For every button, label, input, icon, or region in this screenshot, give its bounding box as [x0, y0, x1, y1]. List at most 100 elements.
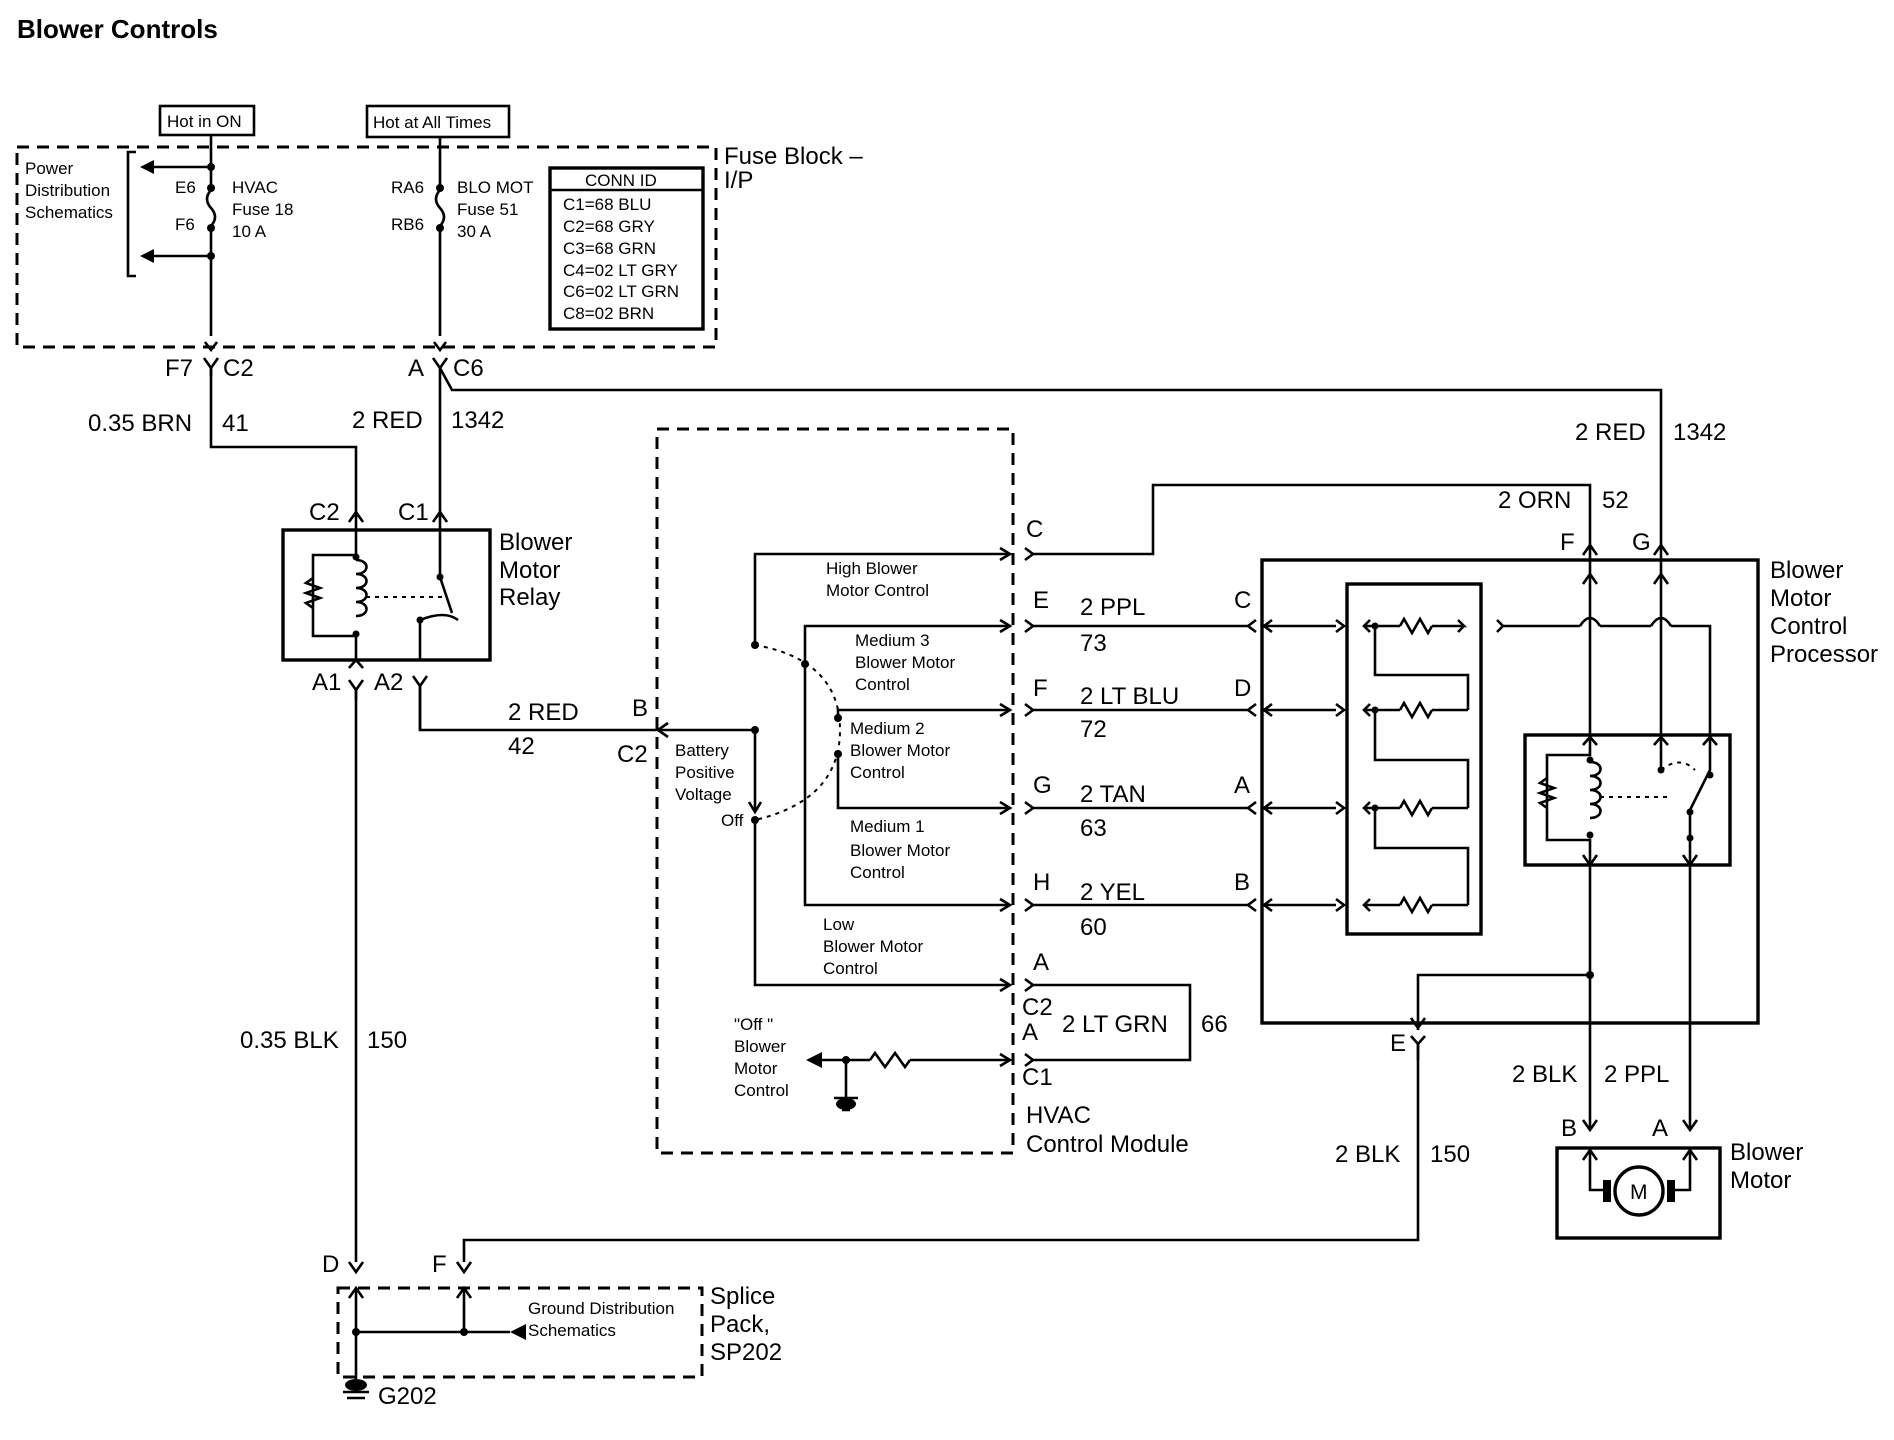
conn-id-box: [548, 166, 705, 331]
wire-pplm-color: 2 PPL: [1604, 1061, 1669, 1088]
blo-mot-fuse-2: Fuse 51: [457, 200, 518, 219]
med1-label-1: Medium 1: [850, 817, 925, 836]
motor-symbol: M: [1630, 1181, 1648, 1204]
relay-name-1: Blower: [499, 529, 572, 556]
processor-pin-g: G: [1632, 529, 1651, 556]
wire-brn-color: 0.35 BRN: [88, 410, 192, 437]
hvac-pin-a2: A: [1022, 1019, 1038, 1046]
relay-pin-c2: C2: [309, 499, 340, 526]
resistor-icon: [1398, 616, 1434, 636]
arrow-left-icon: [510, 1324, 526, 1340]
power-dist-2: Distribution: [25, 181, 110, 200]
hvac-pin-a: A: [1033, 949, 1049, 976]
ground-dist-2: Schematics: [528, 1321, 616, 1340]
fuse-block-outline: [15, 145, 718, 349]
med1-label-3: Control: [850, 863, 905, 882]
fuse-symbol-icon: [434, 189, 446, 227]
conn-id-c8: C8=02 BRN: [563, 304, 654, 323]
battery-label-2: Positive: [675, 763, 735, 782]
resistor-icon: [302, 576, 324, 610]
pin-ra6: RA6: [391, 178, 424, 197]
processor-name-1: Blower: [1770, 557, 1843, 584]
fuse-block: Hot in ON Hot at All Times Fuse Block – …: [15, 104, 863, 382]
wires-fuse-to-relay: 0.35 BRN 41 2 RED 1342 2 RED 1342: [88, 367, 1726, 545]
wire-blkm-color: 2 BLK: [1512, 1061, 1577, 1088]
wire-ltblu-circuit: 72: [1080, 716, 1107, 743]
processor-pin-d: D: [1234, 675, 1251, 702]
relay-name-3: Relay: [499, 584, 560, 611]
splice-name-1: Splice: [710, 1283, 775, 1310]
pin-f7: F7: [165, 355, 193, 382]
resistor-ladder: [1362, 616, 1470, 915]
relay-pin-a2: A2: [374, 669, 403, 696]
motor-icon: [1613, 1165, 1665, 1217]
low-label-3: Control: [823, 959, 878, 978]
conn-id-c6: C6=02 LT GRN: [563, 282, 679, 301]
diagram-title: Blower Controls: [17, 14, 218, 44]
wire-tan-color: 2 TAN: [1080, 781, 1146, 808]
wire-blk-circuit: 150: [367, 1027, 407, 1054]
hvac-fuse-3: 10 A: [232, 222, 267, 241]
conn-c6: C6: [453, 355, 484, 382]
splice-pack: D F Ground Distribution Schematics Splic…: [322, 1251, 782, 1410]
arrow-left-icon: [806, 1052, 822, 1068]
med3-label-2: Blower Motor: [855, 653, 955, 672]
fuse-symbol-icon: [205, 189, 217, 227]
wire-ppl-color: 2 PPL: [1080, 594, 1145, 621]
wire-blk-color: 0.35 BLK: [240, 1027, 339, 1054]
wire-ltgrn-circuit: 66: [1201, 1011, 1228, 1038]
med3-label-3: Control: [855, 675, 910, 694]
wire-yel-circuit: 60: [1080, 914, 1107, 941]
med2-label-3: Control: [850, 763, 905, 782]
hvac-conn-c2: C2: [617, 741, 648, 768]
resistor-icon: [1536, 776, 1558, 810]
fuse-block-name-1: Fuse Block –: [724, 143, 863, 170]
pin-a: A: [408, 355, 424, 382]
wire-orn-color: 2 ORN: [1498, 487, 1571, 514]
wire-orn-circuit: 52: [1602, 487, 1629, 514]
wire-red-color: 2 RED: [352, 407, 423, 434]
ground-label: G202: [378, 1383, 437, 1410]
blower-motor-control-processor: Blower Motor Control Processor F G C D A…: [1234, 529, 1878, 1130]
ground-dist-1: Ground Distribution: [528, 1299, 674, 1318]
wire-brn-circuit: 41: [222, 410, 249, 437]
hvac-control-module: HVAC Control Module B C2 Battery Positiv…: [617, 427, 1189, 1158]
processor-name-3: Control: [1770, 613, 1847, 640]
coil-icon: [1589, 760, 1602, 820]
conn-id-c3: C3=68 GRN: [563, 239, 656, 258]
processor-pin-f: F: [1560, 529, 1575, 556]
wire-tan-circuit: 63: [1080, 815, 1107, 842]
wire-ltgrn-color: 2 LT GRN: [1062, 1011, 1168, 1038]
med2-label-2: Blower Motor: [850, 741, 950, 760]
relay-pin-c1: C1: [398, 499, 429, 526]
motor-pin-a: A: [1652, 1115, 1668, 1142]
motor-name-1: Blower: [1730, 1139, 1803, 1166]
hvac-pin-e: E: [1033, 587, 1049, 614]
hvac-fuse-2: Fuse 18: [232, 200, 293, 219]
processor-name-2: Motor: [1770, 585, 1831, 612]
conn-id-c1: C1=68 BLU: [563, 195, 651, 214]
low-label-2: Blower Motor: [823, 937, 923, 956]
off-control-2: Blower: [734, 1037, 786, 1056]
arrow-left-icon: [140, 160, 154, 174]
blo-mot-fuse-3: 30 A: [457, 222, 492, 241]
wire-blk-ground: 0.35 BLK 150: [240, 690, 407, 1262]
blo-mot-fuse-1: BLO MOT: [457, 178, 534, 197]
pin-e6: E6: [175, 178, 196, 197]
splice-name-3: SP202: [710, 1339, 782, 1366]
off-control-4: Control: [734, 1081, 789, 1100]
resistor-icon: [868, 1050, 912, 1070]
wire-blk2-circuit: 150: [1430, 1141, 1470, 1168]
coil-icon: [355, 558, 368, 618]
hvac-pin-c: C: [1026, 516, 1043, 543]
pin-rb6: RB6: [391, 215, 424, 234]
hvac-pin-b: B: [632, 695, 648, 722]
hvac-name-1: HVAC: [1026, 1102, 1091, 1129]
blower-motor: 2 BLK 2 PPL B A M Blower Motor: [1512, 1061, 1803, 1240]
wire-red42-circuit: 42: [508, 733, 535, 760]
splice-name-2: Pack,: [710, 1311, 770, 1338]
splice-pin-d: D: [322, 1251, 339, 1278]
processor-pin-e: E: [1390, 1030, 1406, 1057]
med1-label-2: Blower Motor: [850, 841, 950, 860]
hot-at-all-times-label: Hot at All Times: [373, 113, 491, 132]
